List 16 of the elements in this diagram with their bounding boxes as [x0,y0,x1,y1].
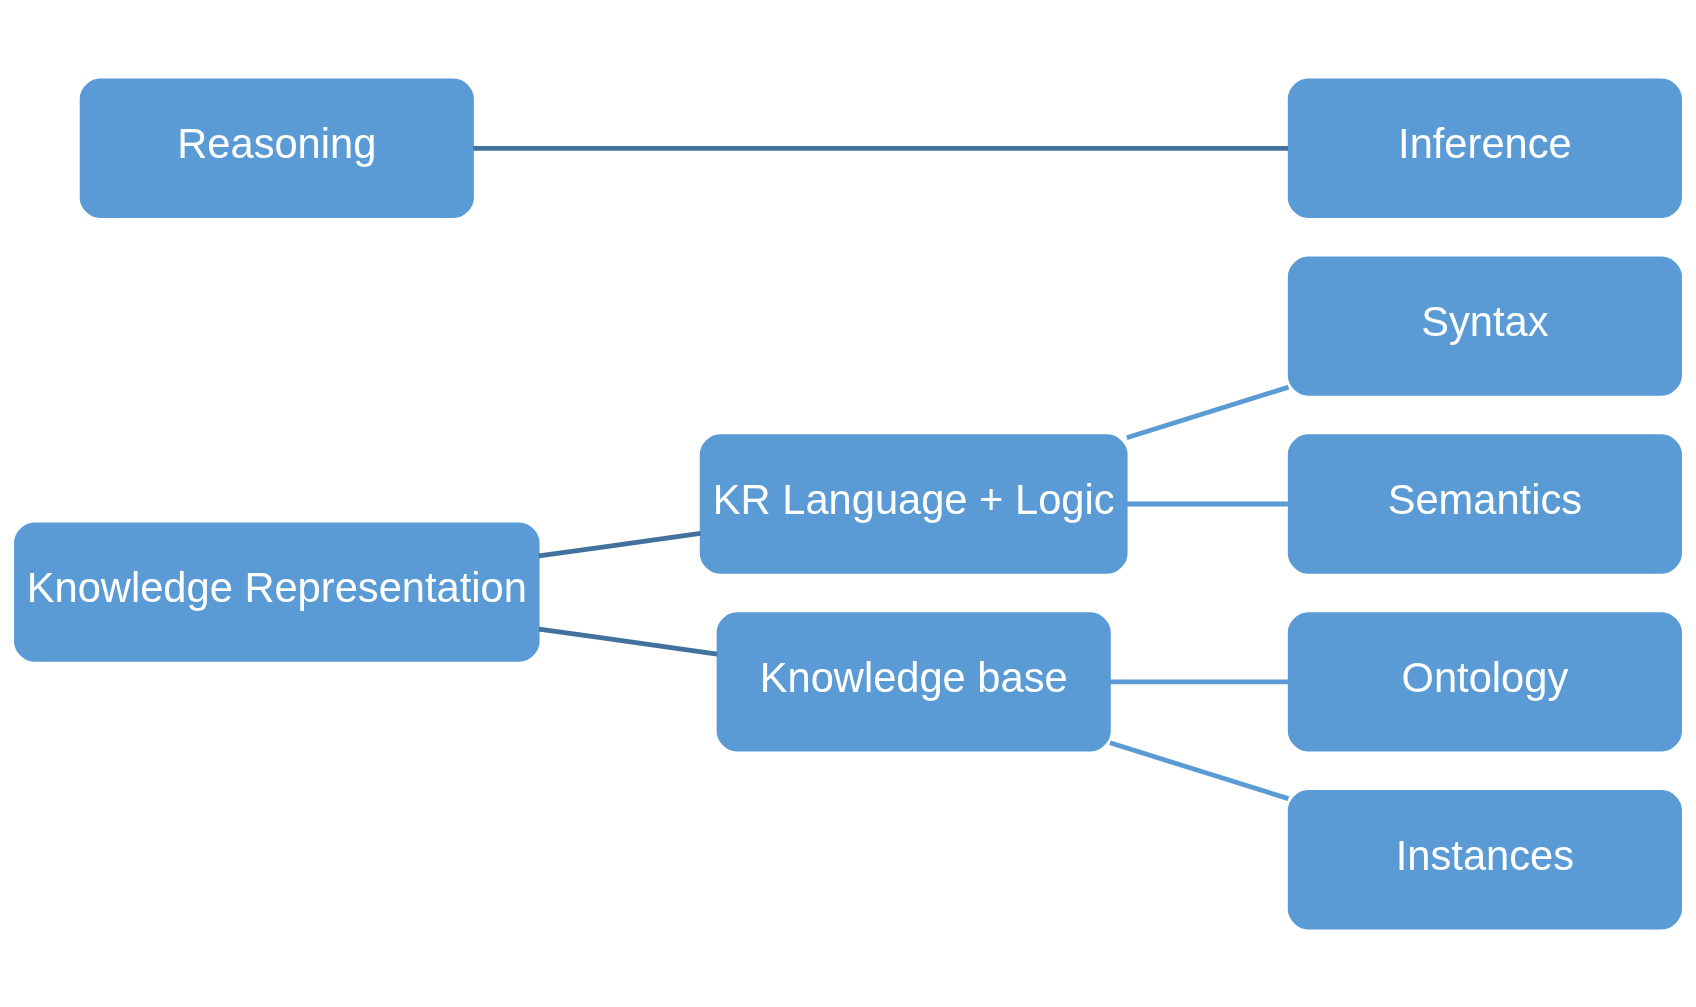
connector [1109,740,1290,801]
node-box: Ontology [1287,611,1682,752]
node-box: Reasoning [79,78,474,218]
node-box: Knowledge Representation [14,521,540,662]
connector [473,145,1289,151]
node-box: Semantics [1287,433,1682,574]
connector [1109,678,1289,684]
node-box: Syntax [1287,255,1682,396]
connector [538,530,701,558]
node-box: Knowledge base [716,611,1111,752]
node-box: KR Language + Logic [699,433,1128,574]
connector [1126,384,1290,440]
connector [1126,501,1289,506]
connector [538,626,718,657]
node-box: Instances [1287,789,1682,929]
node-box: Inference [1287,78,1682,218]
